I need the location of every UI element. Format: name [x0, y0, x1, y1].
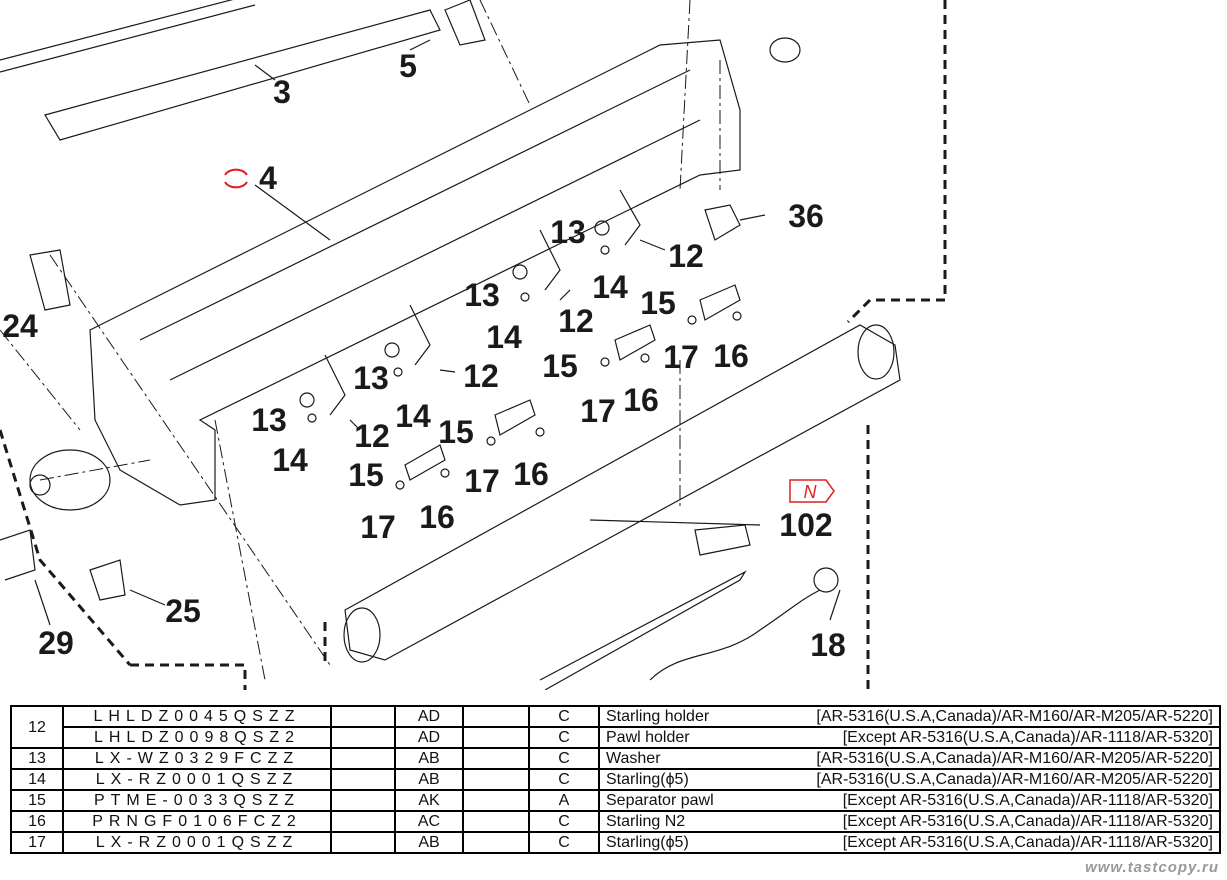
diagram-centerlines — [0, 0, 721, 681]
price-code: AB — [394, 747, 464, 770]
exploded-parts-diagram: N 3 5 4 36 12 13 14 15 13 14 12 16 17 15… — [0, 0, 947, 690]
callout: 18 — [810, 627, 846, 663]
callout: 12 — [463, 358, 499, 394]
callout: 12 — [668, 238, 704, 274]
price-code: AB — [394, 768, 464, 791]
callout: 16 — [513, 456, 549, 492]
table-row: 13 LX-WZ0329FCZZ AB C Washer [AR-5316(U.S… — [10, 747, 1221, 770]
callout: 17 — [580, 393, 616, 429]
table-row: 17 LX-RZ0001QSZZ AB C Starling(ϕ5) [Excep… — [10, 831, 1221, 854]
callout: 17 — [464, 463, 500, 499]
part-number: LHLDZ0098QSZ2 — [62, 726, 332, 749]
model-note: [Except AR-5316(U.S.A,Canada)/AR-1118/AR… — [842, 834, 1213, 851]
price-code: AB — [394, 831, 464, 854]
model-note: [Except AR-5316(U.S.A,Canada)/AR-1118/AR… — [842, 813, 1213, 830]
callout: 15 — [542, 348, 578, 384]
rank: A — [528, 789, 600, 812]
description: Starling(ϕ5) — [606, 834, 689, 851]
callout: 17 — [663, 339, 699, 375]
callout: 15 — [640, 285, 676, 321]
part-number: LX-WZ0329FCZZ — [62, 747, 332, 770]
callout: 102 — [779, 507, 832, 543]
price-code: AK — [394, 789, 464, 812]
rank: C — [528, 726, 600, 749]
callout: 12 — [354, 418, 390, 454]
model-note: [Except AR-5316(U.S.A,Canada)/AR-1118/AR… — [842, 729, 1213, 746]
model-note: [Except AR-5316(U.S.A,Canada)/AR-1118/AR… — [842, 792, 1213, 809]
part-number: LHLDZ0045QSZZ — [62, 705, 332, 728]
callout: 13 — [353, 360, 389, 396]
item-number: 16 — [10, 810, 64, 833]
callout: 14 — [592, 269, 628, 305]
callout: 16 — [623, 382, 659, 418]
callout: 15 — [438, 414, 474, 450]
callout: 14 — [272, 442, 308, 478]
table-row: LHLDZ0098QSZ2 AD C Pawl holder [Except AR… — [11, 726, 1221, 749]
new-badge-label: N — [804, 482, 818, 502]
callout: 36 — [788, 198, 824, 234]
watermark: www.tastcopy.ru — [1085, 859, 1219, 876]
callout: 14 — [486, 319, 522, 355]
callout: 13 — [550, 214, 586, 250]
parts-list-table: 12 LHLDZ0045QSZZ AD C Starling holder [AR… — [10, 705, 1221, 854]
price-code: AD — [394, 705, 464, 728]
callout: 25 — [165, 593, 201, 629]
callout: 13 — [251, 402, 287, 438]
model-note: [AR-5316(U.S.A,Canada)/AR-M160/AR-M205/A… — [816, 750, 1213, 767]
table-row: 14 LX-RZ0001QSZZ AB C Starling(ϕ5) [AR-53… — [10, 768, 1221, 791]
callout-numbers: 3 5 4 36 12 13 14 15 13 14 12 16 17 15 1… — [2, 48, 846, 663]
item-number: 17 — [10, 831, 64, 854]
part-number: LX-RZ0001QSZZ — [62, 831, 332, 854]
part-number: PRNGF0106FCZ2 — [62, 810, 332, 833]
rank: C — [528, 747, 600, 770]
rank: C — [528, 810, 600, 833]
callout: 16 — [419, 499, 455, 535]
callout: 13 — [464, 277, 500, 313]
description: Starling N2 — [606, 813, 686, 830]
callout: 16 — [713, 338, 749, 374]
rank: C — [528, 705, 600, 728]
rank: C — [528, 831, 600, 854]
table-row: 12 LHLDZ0045QSZZ AD C Starling holder [AR… — [10, 705, 1221, 749]
diagram-dashed-boundaries — [0, 0, 947, 690]
callout: 3 — [273, 74, 291, 110]
diagram-linework — [0, 0, 901, 690]
revision-marker-icon — [224, 168, 248, 189]
model-note: [AR-5316(U.S.A,Canada)/AR-M160/AR-M205/A… — [816, 771, 1213, 788]
callout: 12 — [558, 303, 594, 339]
item-number: 14 — [10, 768, 64, 791]
item-number: 13 — [10, 747, 64, 770]
callout: 14 — [395, 398, 431, 434]
description: Starling holder — [606, 708, 710, 725]
part-number: PTME-0033QSZZ — [62, 789, 332, 812]
part-number: LX-RZ0001QSZZ — [62, 768, 332, 791]
callout: 29 — [38, 625, 74, 661]
rank: C — [528, 768, 600, 791]
callout: 17 — [360, 509, 396, 545]
price-code: AC — [394, 810, 464, 833]
item-number: 12 — [10, 705, 64, 749]
description: Separator pawl — [606, 792, 714, 809]
description: Washer — [606, 750, 661, 767]
price-code: AD — [394, 726, 464, 749]
description: Pawl holder — [606, 729, 690, 746]
callout: 15 — [348, 457, 384, 493]
model-note: [AR-5316(U.S.A,Canada)/AR-M160/AR-M205/A… — [816, 708, 1213, 725]
table-row: 16 PRNGF0106FCZ2 AC C Starling N2 [Except… — [10, 810, 1221, 833]
callout: 4 — [259, 160, 277, 196]
description: Starling(ϕ5) — [606, 771, 689, 788]
table-row: 15 PTME-0033QSZZ AK A Separator pawl [Exc… — [10, 789, 1221, 812]
callout: 5 — [399, 48, 417, 84]
callout: 24 — [2, 308, 38, 344]
new-part-badge: N — [789, 479, 835, 503]
item-number: 15 — [10, 789, 64, 812]
